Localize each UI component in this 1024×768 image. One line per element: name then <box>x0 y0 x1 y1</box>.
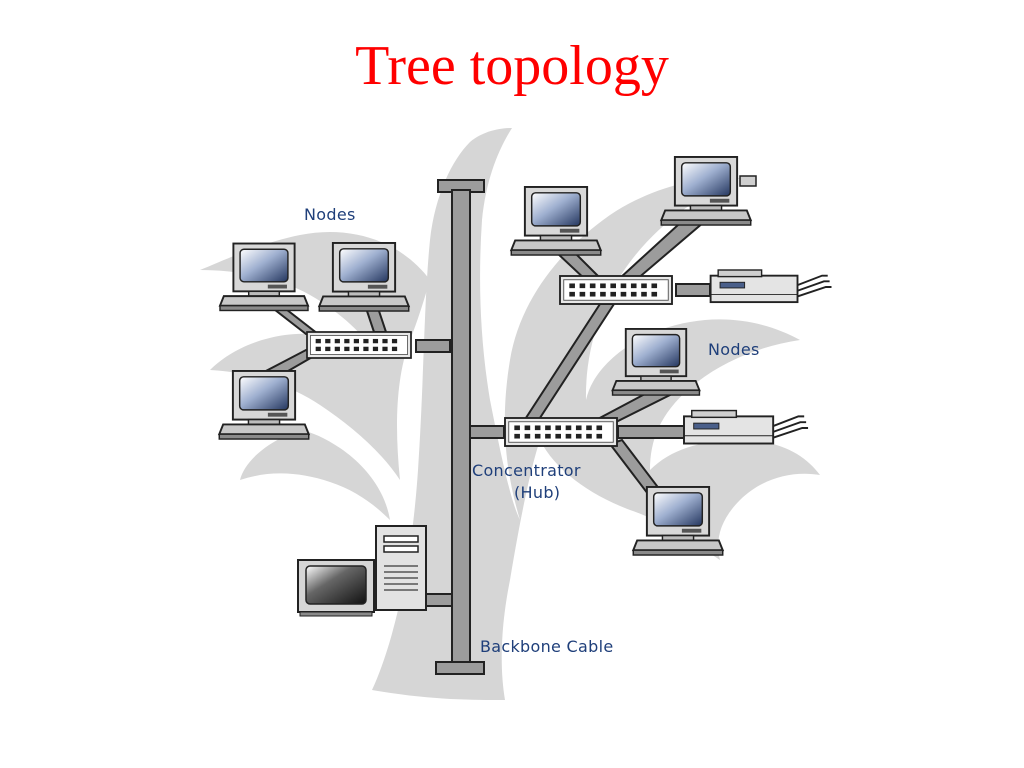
label-nodes-right: Nodes <box>708 340 760 359</box>
workstation-right-1 <box>510 185 602 257</box>
workstation-right-2 <box>660 155 752 227</box>
label-backbone-cable: Backbone Cable <box>480 637 613 656</box>
workstation-left-3 <box>218 369 310 441</box>
hub-left <box>306 331 412 359</box>
workstation-right-3 <box>611 327 701 397</box>
slide-title: Tree topology <box>355 35 669 97</box>
backbone-cable <box>435 179 485 675</box>
printer-lower <box>683 409 810 445</box>
workstation-left-1 <box>219 242 309 312</box>
concentrator-hub <box>504 417 618 447</box>
hub-right-upper <box>559 275 673 305</box>
workstation-right-2-port <box>739 175 757 187</box>
workstation-left-2 <box>318 241 410 313</box>
server <box>297 525 427 617</box>
label-hub: (Hub) <box>514 483 560 502</box>
printer-upper <box>709 269 833 304</box>
workstation-right-4 <box>632 485 724 557</box>
label-nodes-left: Nodes <box>304 205 356 224</box>
label-concentrator: Concentrator <box>472 461 581 480</box>
